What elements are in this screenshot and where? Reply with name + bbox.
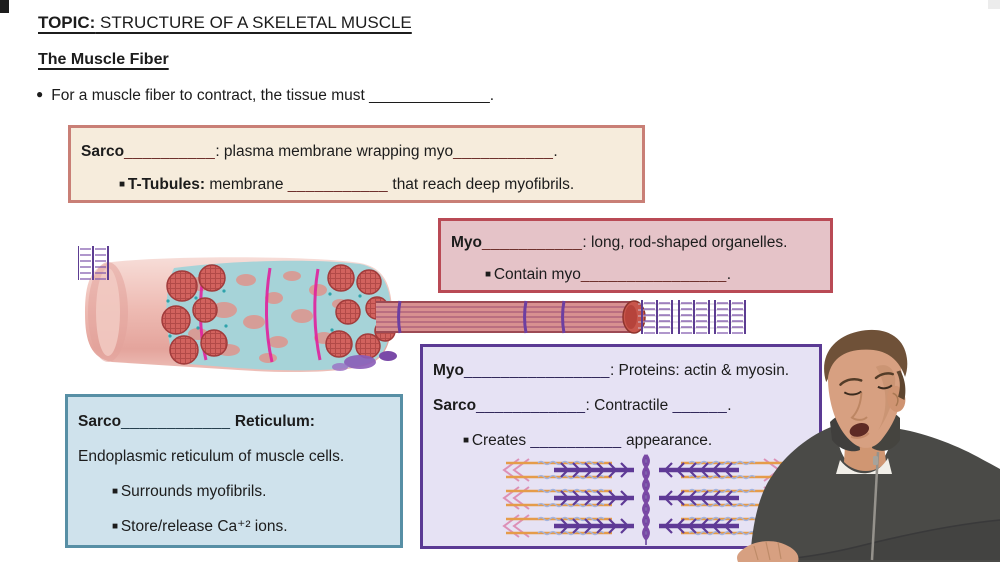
myofibrils-line-2: ■ Contain myo________________.: [441, 259, 830, 291]
text-segment: appearance.: [621, 432, 713, 449]
text-segment: ________________: [464, 362, 610, 379]
bullet-icon: ●: [36, 87, 44, 101]
corner-notch: [0, 0, 9, 13]
text-segment: ■: [485, 269, 494, 280]
zipper: [870, 451, 880, 561]
text-segment: __________: [530, 432, 622, 449]
text-segment: : Contractile: [585, 397, 673, 414]
sarcomere-diagram: [502, 454, 791, 545]
text-segment: .: [553, 143, 558, 160]
presenter: [737, 329, 1000, 562]
text-segment: T-Tubules:: [127, 176, 206, 193]
intro-bullet: ● For a muscle fiber to contract, the tis…: [36, 87, 494, 105]
sr-line-2: Endoplasmic reticulum of muscle cells.: [68, 439, 400, 474]
text-segment: __________: [124, 143, 216, 160]
text-segment: Endoplasmic reticulum of muscle cells.: [78, 448, 345, 465]
mouth: [849, 423, 870, 437]
sarcomere-striations: [78, 246, 746, 335]
z-disc-braid: [642, 454, 650, 545]
single-myofibril-rod: [376, 300, 646, 334]
text-segment: ___________: [287, 176, 389, 193]
text-segment: Contain myo: [493, 266, 581, 283]
text-segment: .: [726, 266, 732, 283]
text-segment: ________________: [580, 266, 727, 283]
text-segment: ___________: [453, 143, 554, 160]
muscle-fiber-illustration: [78, 246, 746, 373]
zipper-pull: [873, 456, 878, 465]
text-segment: ______: [672, 397, 728, 414]
text-segment: .: [727, 397, 732, 414]
page-title: TOPIC: STRUCTURE OF A SKELETAL MUSCLE: [38, 13, 412, 33]
sr-line-3: ■ Surrounds myofibrils.: [68, 474, 400, 509]
text-segment: Sarco: [78, 413, 122, 430]
myofilaments-box: Myo________________: Proteins: actin & m…: [420, 344, 822, 549]
sr-line-1: Sarco____________ Reticulum:: [68, 404, 400, 439]
head: [824, 329, 908, 448]
text-segment: ____________: [476, 397, 586, 414]
text-segment: membrane: [205, 176, 288, 193]
intro-bullet-text: For a muscle fiber to contract, the tiss…: [51, 87, 495, 104]
text-segment: ____________: [121, 413, 231, 430]
hair: [824, 329, 908, 383]
text-segment: ■: [463, 435, 472, 446]
text-segment: ■: [112, 486, 121, 497]
sarcolemma-line-1: Sarco__________: plasma membrane wrappin…: [71, 135, 642, 168]
text-segment: ■: [119, 179, 128, 190]
text-segment: Reticulum:: [230, 413, 315, 430]
sr-line-4: ■ Store/release Ca⁺² ions.: [68, 509, 400, 544]
nose: [850, 392, 868, 421]
text-segment: Myo: [451, 234, 482, 251]
text-segment: Creates: [471, 432, 531, 449]
text-segment: Store/release Ca⁺² ions.: [120, 518, 288, 535]
t-tubules-line: ■ T-Tubules: membrane ___________ that r…: [71, 168, 642, 201]
myofibrils-line-1: Myo___________: long, rod-shaped organel…: [441, 227, 830, 259]
text-segment: : Proteins: actin & myosin.: [609, 362, 790, 379]
text-segment: Sarco: [433, 397, 477, 414]
corner-artifact: [988, 0, 1000, 9]
myofilaments-line-1: Myo________________: Proteins: actin & m…: [423, 353, 819, 388]
sarcolemma-box: Sarco__________: plasma membrane wrappin…: [68, 125, 645, 203]
text-segment: ■: [112, 521, 121, 532]
sarcomere-line: Sarco____________: Contractile ______.: [423, 388, 819, 423]
text-segment: : long, rod-shaped organelles.: [582, 234, 788, 251]
text-segment: Surrounds myofibrils.: [120, 483, 267, 500]
sarcoplasmic-reticulum-box: Sarco____________ Reticulum: Endoplasmic…: [65, 394, 403, 548]
text-segment: that reach deep myofibrils.: [388, 176, 575, 193]
topic-label: TOPIC:: [38, 13, 96, 32]
text-segment: Myo: [433, 362, 464, 379]
eyebrows: [839, 372, 894, 386]
text-segment: : plasma membrane wrapping myo: [215, 143, 454, 160]
striation-line: ■ Creates __________ appearance.: [423, 423, 819, 458]
eyes: [843, 384, 893, 396]
section-subtitle: The Muscle Fiber: [38, 51, 169, 68]
topic-title: STRUCTURE OF A SKELETAL MUSCLE: [95, 13, 412, 32]
text-segment: ___________: [482, 234, 583, 251]
myofibrils-box: Myo___________: long, rod-shaped organel…: [438, 218, 833, 293]
text-segment: Sarco: [81, 143, 125, 160]
